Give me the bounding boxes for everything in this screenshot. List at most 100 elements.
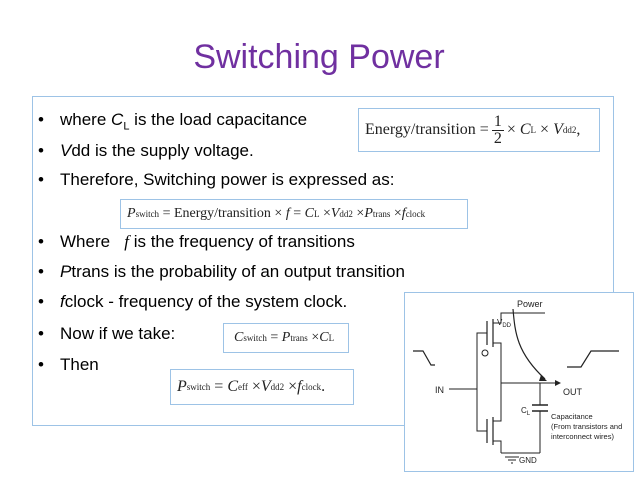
gnd-label: GND <box>519 456 537 465</box>
bullet-var: f <box>124 232 129 251</box>
power-label: Power <box>517 299 543 309</box>
bullet-load-capacitance: • where CL is the load capacitance <box>38 110 307 132</box>
eq-var: C <box>319 330 329 345</box>
eq-var: V <box>330 206 340 221</box>
eq-sub: L <box>530 125 537 135</box>
bullet-frequency: •Where f is the frequency of transitions <box>38 232 355 252</box>
bullet-text: trans is the probability of an output tr… <box>71 262 405 281</box>
eq-sub: L <box>313 209 320 219</box>
bullet-dot: • <box>38 110 44 129</box>
eq-var: P <box>177 378 187 395</box>
bullet-dot: • <box>38 292 44 311</box>
eq-var: C <box>234 330 244 345</box>
eq-var: f <box>285 206 290 221</box>
bullet-text: Then <box>60 355 99 374</box>
eq-times: × <box>506 121 516 138</box>
current-arrow-icon <box>539 375 547 381</box>
eq-sign: = <box>214 378 224 395</box>
bullet-var: P <box>60 262 72 281</box>
eq-sub: switch <box>186 382 211 392</box>
slide-title: Switching Power <box>193 38 445 76</box>
eq-sub: dd <box>339 209 349 219</box>
eq-sub: switch <box>243 333 267 343</box>
bullet-text: Therefore, Switching power is expressed … <box>60 170 395 189</box>
bullet-text: clock - frequency of the system clock. <box>64 292 348 311</box>
input-wire-lower <box>476 389 487 432</box>
circuit-svg: IN Power VDD CL GND <box>413 299 622 465</box>
eq-var: P <box>281 330 291 345</box>
output-arrow-icon <box>555 380 561 386</box>
bullet-prefix: where <box>60 110 112 129</box>
eq-sup: 2 <box>571 125 577 135</box>
bullet-text: is the frequency of transitions <box>128 232 355 251</box>
eq-sup: 2 <box>279 382 285 392</box>
cap-note-2: (From transistors and <box>551 422 622 431</box>
bullet-text: Now if we take: <box>60 324 176 343</box>
bullet-ptrans: • Ptrans is the probability of an output … <box>38 262 405 282</box>
eq-sub: eff <box>237 382 248 392</box>
eq-times: × <box>393 206 402 221</box>
bullet-var: C <box>111 110 124 129</box>
pmos-drain <box>493 342 502 383</box>
out-label: OUT <box>563 387 583 397</box>
cl-label: CL <box>521 406 531 417</box>
eq-sub: L <box>328 333 335 343</box>
cap-note-1: Capacitance <box>551 412 593 421</box>
eq-var: P <box>364 206 373 221</box>
bullet-var: f <box>60 292 65 311</box>
vdd-text: V <box>497 318 503 327</box>
bullet-dot: • <box>38 355 44 374</box>
eq-times: × <box>322 206 331 221</box>
eq-var: V <box>553 121 563 138</box>
eq-sub: trans <box>290 333 308 343</box>
eq-times: × <box>540 121 550 138</box>
pmos-bubble <box>481 349 489 357</box>
eq-times: × <box>311 330 320 345</box>
in-label: IN <box>435 385 444 395</box>
eq-times: × <box>288 378 298 395</box>
nmos-source <box>493 440 502 453</box>
bullet-fclock: • fclock - frequency of the system clock. <box>38 292 347 312</box>
bullet-text: is the load capacitance <box>129 110 308 129</box>
vdd-label: VDD <box>497 318 512 329</box>
bullet-sub: L <box>123 120 130 133</box>
input-waveform <box>413 350 435 366</box>
bullet-then: • Then <box>38 355 99 375</box>
eq-tail: , <box>576 121 581 138</box>
eq-times: × <box>251 378 261 395</box>
cl-text: C <box>521 406 527 415</box>
eq-var: C <box>304 206 314 221</box>
bullet-text: dd is the supply voltage. <box>71 141 254 160</box>
bullet-dot: • <box>38 170 44 189</box>
input-wire <box>449 332 487 390</box>
eq-sign: = <box>293 206 302 221</box>
cl-sub: L <box>527 411 531 417</box>
current-path <box>512 308 546 380</box>
output-waveform <box>567 350 619 368</box>
eq-sub: trans <box>372 209 391 219</box>
eq-var: C <box>519 121 531 138</box>
bullet-now-if: •Now if we take: <box>38 324 175 344</box>
eq-var: f <box>401 206 406 221</box>
eq-sub: dd <box>562 125 572 135</box>
bullet-dot: • <box>38 232 44 251</box>
eq-var: P <box>127 206 136 221</box>
content-box <box>32 96 614 426</box>
eq-sign: = <box>479 121 489 138</box>
bullet-dot: • <box>38 262 44 281</box>
eq-var: f <box>297 378 302 395</box>
eq-times: × <box>274 206 283 221</box>
eq-sub: dd <box>270 382 280 392</box>
cap-note-3: interconnect wires) <box>551 432 614 441</box>
eq-numerator: 1 <box>491 112 504 131</box>
eq-sub: clock <box>405 209 426 219</box>
eq-mid: = Energy/transition <box>162 206 271 221</box>
bullet-therefore: • Therefore, Switching power is expressed… <box>38 170 395 190</box>
eq-sup: 2 <box>348 209 353 219</box>
eq-times: × <box>356 206 365 221</box>
